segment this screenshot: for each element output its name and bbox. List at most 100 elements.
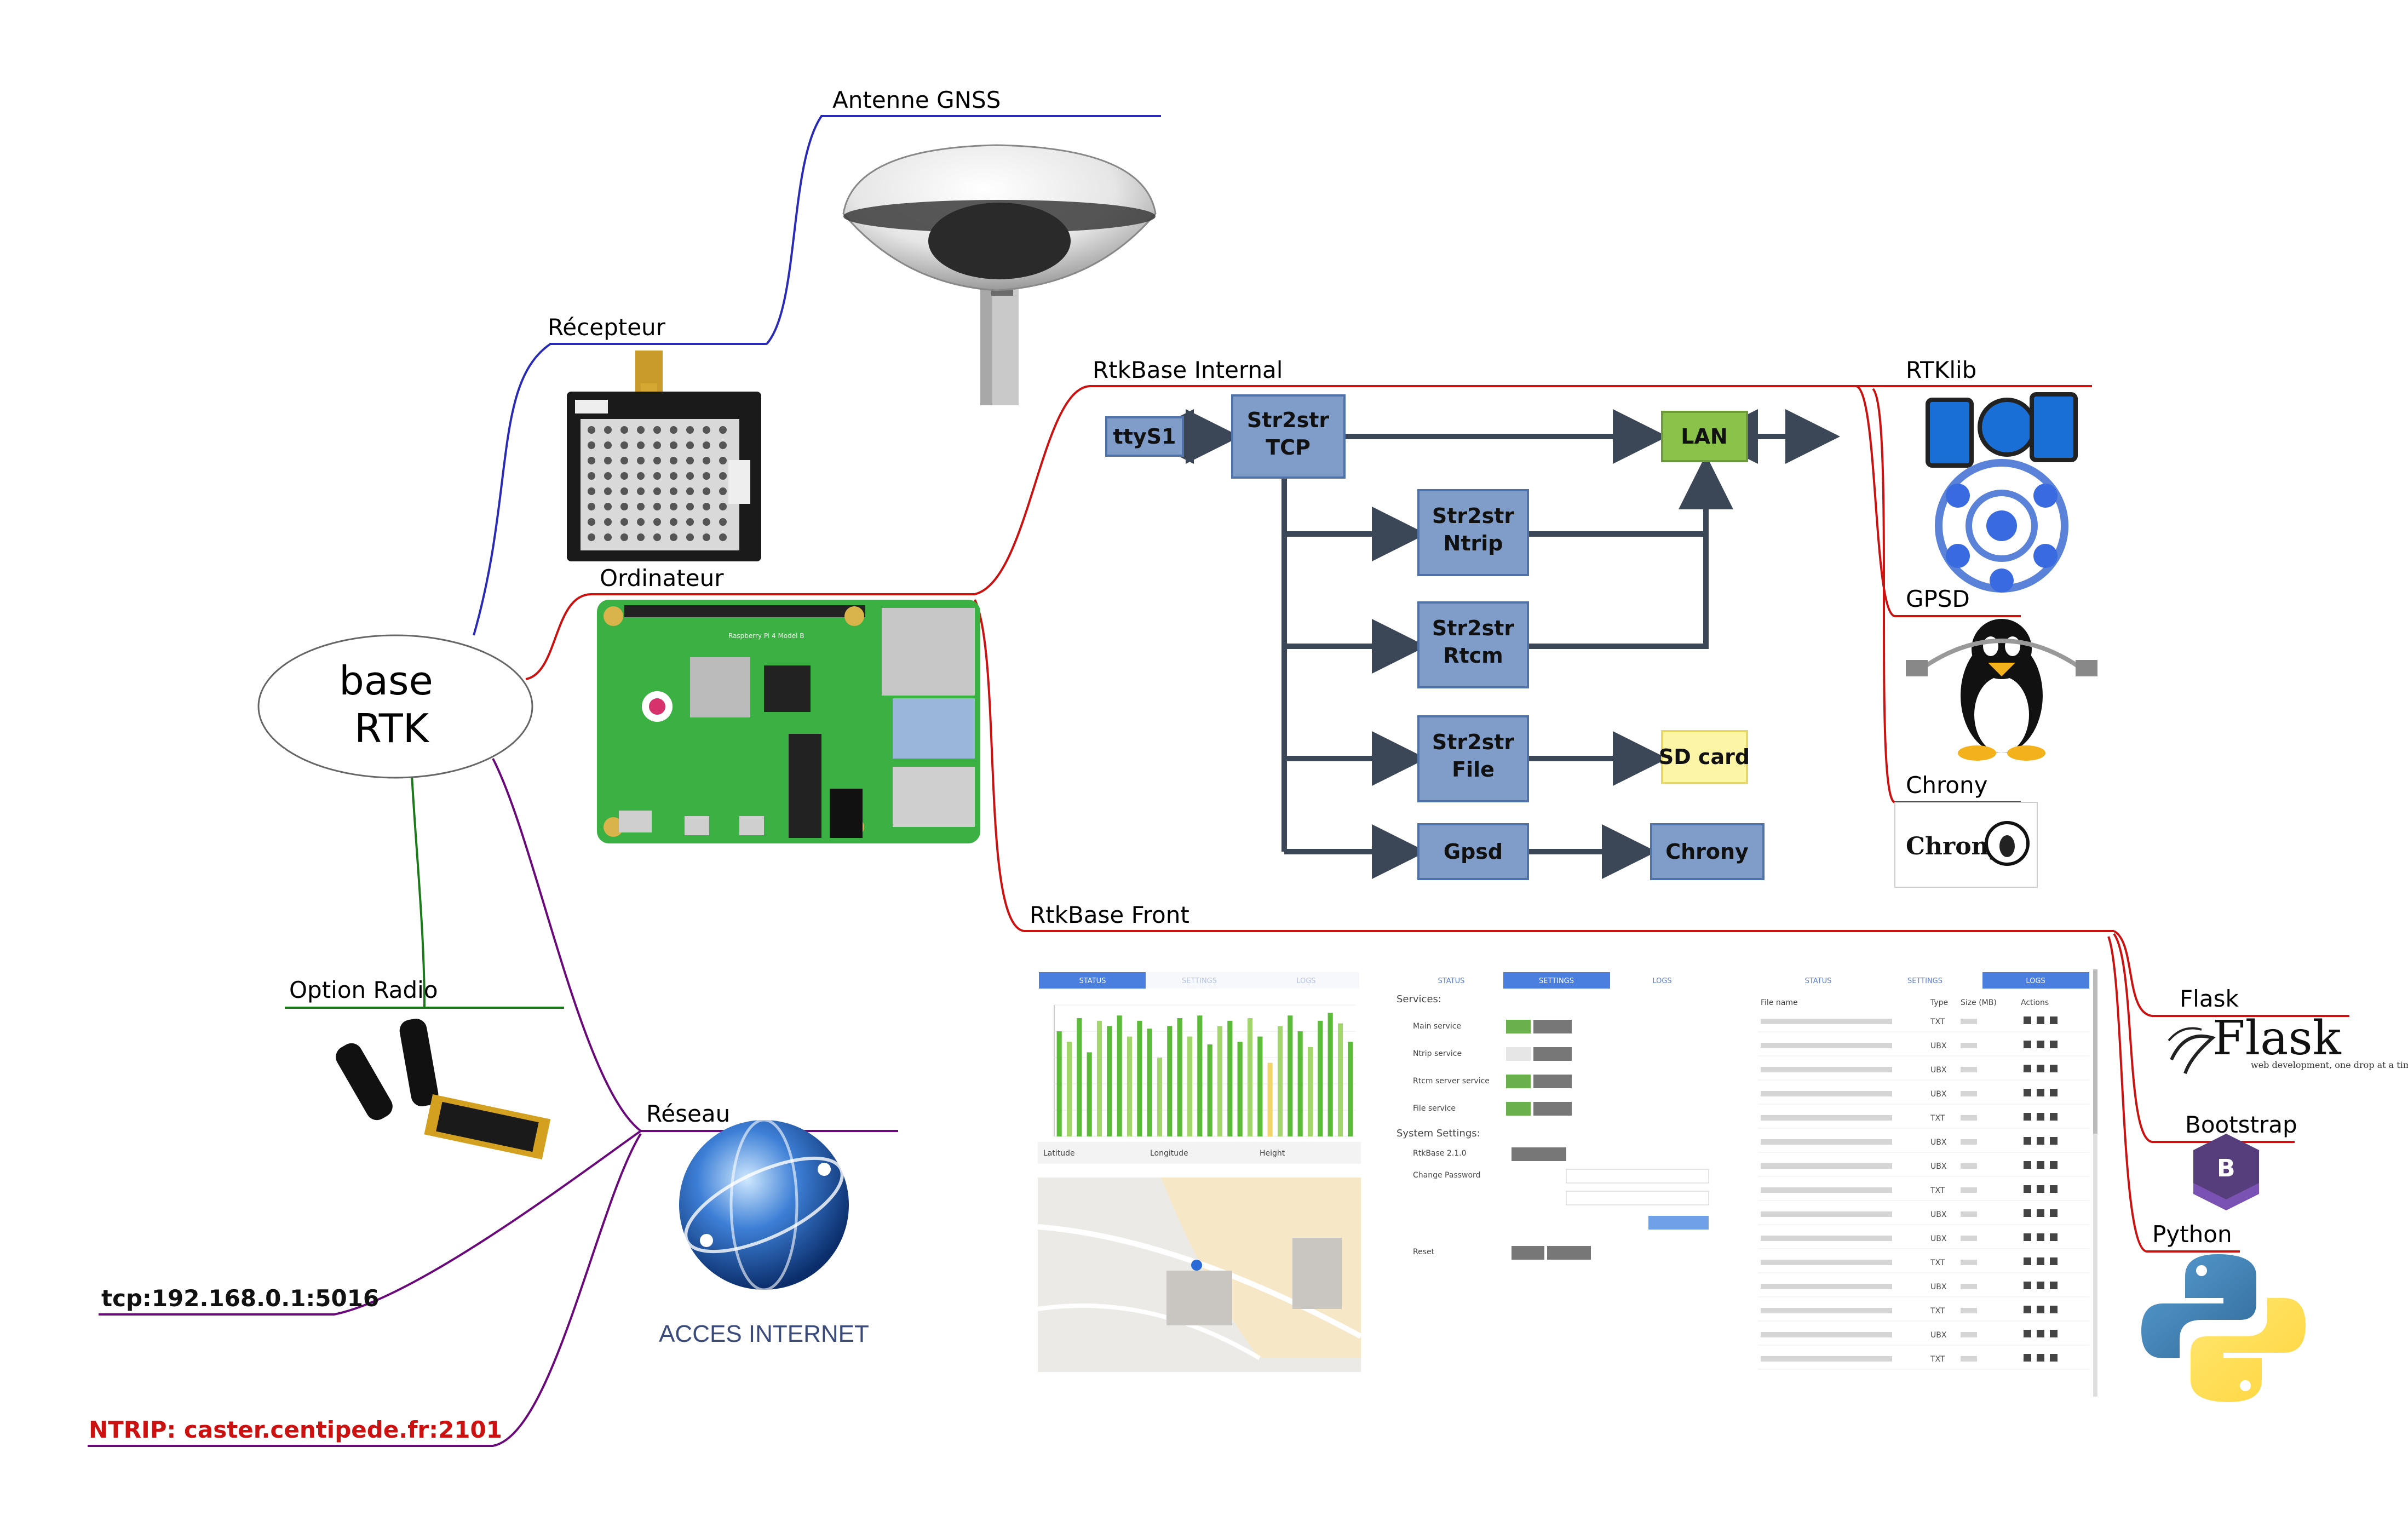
shield-hole [703, 426, 710, 434]
flow-box-chrony[interactable]: Chrony [1650, 823, 1765, 880]
flow-box-lan[interactable]: LAN [1661, 411, 1748, 462]
delete-icon[interactable] [2050, 1041, 2058, 1048]
download-icon[interactable] [2024, 1113, 2031, 1121]
delete-icon[interactable] [2050, 1065, 2058, 1072]
shield-hole [604, 441, 612, 449]
log-row[interactable]: UBX [1758, 1041, 2089, 1056]
root-node[interactable]: base RTK [257, 634, 533, 779]
download-icon[interactable] [2024, 1306, 2031, 1313]
log-row[interactable]: UBX [1758, 1233, 2089, 1249]
svg-text:LAN: LAN [1681, 424, 1727, 449]
svg-text:Type: Type [1930, 998, 1948, 1007]
download-icon[interactable] [2024, 1257, 2031, 1265]
root-label-line1: base [339, 658, 433, 704]
label-option-radio: Option Radio [289, 977, 438, 1003]
flow-box-str2str-file[interactable]: Str2str File [1417, 715, 1529, 802]
delete-icon[interactable] [2050, 1137, 2058, 1145]
download-icon[interactable] [2024, 1330, 2031, 1337]
log-row[interactable]: UBX [1758, 1282, 2089, 1297]
chart-bar-G16 [1207, 1044, 1212, 1136]
edit-icon[interactable] [2037, 1185, 2044, 1193]
delete-icon[interactable] [2050, 1089, 2058, 1096]
log-row[interactable]: TXT [1758, 1354, 2089, 1370]
svg-text:Rtcm server service: Rtcm server service [1413, 1077, 1490, 1085]
shield-hole [686, 518, 694, 526]
edit-icon[interactable] [2037, 1257, 2044, 1265]
flow-box-str2str-ntrip[interactable]: Str2str Ntrip [1417, 489, 1529, 576]
log-row[interactable]: UBX [1758, 1137, 2089, 1153]
delete-icon[interactable] [2050, 1209, 2058, 1217]
shield-hole [588, 472, 595, 480]
download-icon[interactable] [2024, 1016, 2031, 1024]
log-row[interactable]: TXT [1758, 1016, 2089, 1032]
download-icon[interactable] [2024, 1161, 2031, 1169]
flow-box-str2str-rtcm[interactable]: Str2str Rtcm [1417, 601, 1529, 688]
svg-text:Ntrip service: Ntrip service [1413, 1049, 1462, 1058]
shield-hole [620, 533, 628, 541]
download-icon[interactable] [2024, 1354, 2031, 1362]
svg-text:File name: File name [1761, 998, 1798, 1007]
download-icon[interactable] [2024, 1282, 2031, 1289]
log-type: UBX [1930, 1066, 1947, 1075]
delete-icon[interactable] [2050, 1354, 2058, 1362]
log-row[interactable]: UBX [1758, 1209, 2089, 1225]
shield-hole [637, 472, 645, 480]
edit-icon[interactable] [2037, 1137, 2044, 1145]
delete-icon[interactable] [2050, 1016, 2058, 1024]
shield-hole [670, 503, 677, 510]
log-row[interactable]: UBX [1758, 1089, 2089, 1105]
edit-icon[interactable] [2037, 1161, 2044, 1169]
edit-icon[interactable] [2037, 1089, 2044, 1096]
edit-icon[interactable] [2037, 1113, 2044, 1121]
delete-icon[interactable] [2050, 1257, 2058, 1265]
delete-icon[interactable] [2050, 1185, 2058, 1193]
gpsd-tux-logo [1906, 619, 2097, 761]
download-icon[interactable] [2024, 1233, 2031, 1241]
log-row[interactable]: TXT [1758, 1257, 2089, 1273]
gnss-antenna-image [842, 144, 1157, 405]
delete-icon[interactable] [2050, 1233, 2058, 1241]
delete-icon[interactable] [2050, 1113, 2058, 1121]
svg-text:SETTINGS: SETTINGS [1907, 977, 1943, 985]
edit-icon[interactable] [2037, 1209, 2044, 1217]
chart-bar-G17 [1217, 1026, 1223, 1136]
edit-icon[interactable] [2037, 1354, 2044, 1362]
label-ntrip-address: NTRIP: caster.centipede.fr:2101 [89, 1416, 502, 1443]
edit-icon[interactable] [2037, 1282, 2044, 1289]
flow-box-str2str-tcp[interactable]: Str2str TCP [1231, 394, 1346, 479]
download-icon[interactable] [2024, 1209, 2031, 1217]
log-row[interactable]: UBX [1758, 1330, 2089, 1346]
chart-bar-G28 [1327, 1013, 1333, 1136]
flow-box-sd-card[interactable]: SD card [1659, 730, 1750, 784]
edit-icon[interactable] [2037, 1016, 2044, 1024]
delete-icon[interactable] [2050, 1282, 2058, 1289]
download-icon[interactable] [2024, 1089, 2031, 1096]
log-row[interactable]: UBX [1758, 1161, 2089, 1177]
delete-icon[interactable] [2050, 1306, 2058, 1313]
download-icon[interactable] [2024, 1137, 2031, 1145]
download-icon[interactable] [2024, 1041, 2031, 1048]
shield-hole [620, 472, 628, 480]
edit-icon[interactable] [2037, 1233, 2044, 1241]
shield-hole [686, 487, 694, 495]
chart-bar-G10 [1147, 1029, 1152, 1136]
shield-hole [620, 518, 628, 526]
delete-icon[interactable] [2050, 1161, 2058, 1169]
edit-icon[interactable] [2037, 1306, 2044, 1313]
download-icon[interactable] [2024, 1065, 2031, 1072]
log-row[interactable]: TXT [1758, 1306, 2089, 1322]
edit-icon[interactable] [2037, 1065, 2044, 1072]
delete-icon[interactable] [2050, 1330, 2058, 1337]
shield-hole [604, 503, 612, 510]
log-type: UBX [1930, 1210, 1947, 1219]
log-row[interactable]: TXT [1758, 1113, 2089, 1129]
svg-text:STATUS: STATUS [1805, 977, 1832, 985]
edit-icon[interactable] [2037, 1041, 2044, 1048]
log-row[interactable]: TXT [1758, 1185, 2089, 1201]
log-row[interactable]: UBX [1758, 1065, 2089, 1081]
flow-box-ttys1[interactable]: ttyS1 [1105, 416, 1184, 457]
download-icon[interactable] [2024, 1185, 2031, 1193]
shield-hole [670, 472, 677, 480]
edit-icon[interactable] [2037, 1330, 2044, 1337]
flow-box-gpsd[interactable]: Gpsd [1417, 823, 1529, 880]
